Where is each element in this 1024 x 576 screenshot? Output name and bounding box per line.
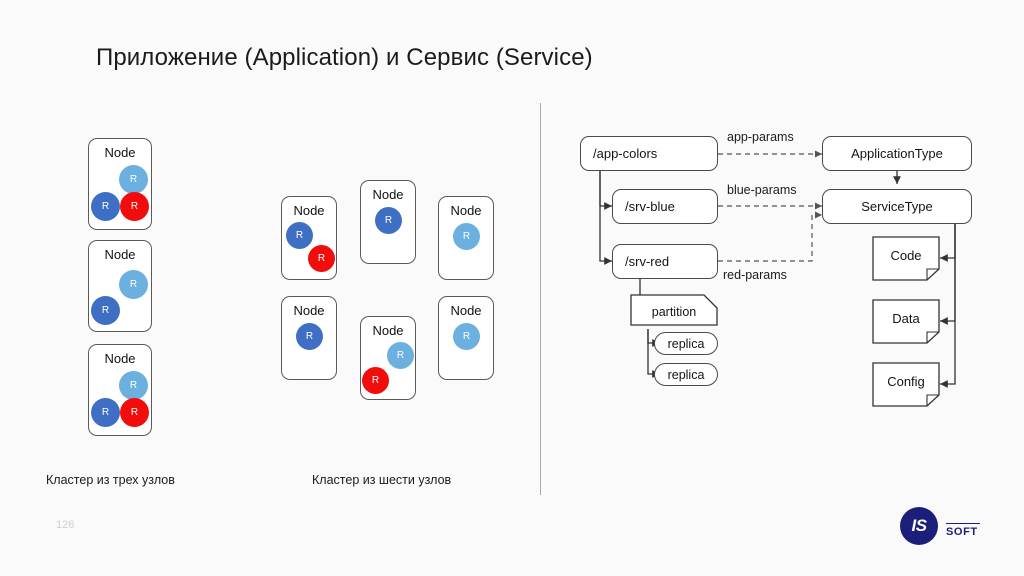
node-box: Node R (360, 180, 416, 264)
node-box: Node R R (360, 316, 416, 400)
node-label: Node (293, 303, 325, 318)
page-number: 126 (56, 519, 75, 531)
node-box: Node R (281, 296, 337, 380)
flow-node-app-colors[interactable]: /app-colors (580, 136, 718, 171)
vertical-divider (540, 103, 541, 495)
flow-node-replica-1[interactable]: replica (654, 332, 718, 355)
node-box: Node R R R (88, 138, 152, 230)
replica-circle: R (387, 342, 414, 369)
node-label: Node (372, 187, 404, 202)
node-label: Node (450, 203, 482, 218)
node-label: Node (104, 351, 136, 366)
replica-circle: R (120, 398, 149, 427)
flow-node-srv-red[interactable]: /srv-red (612, 244, 718, 279)
cluster-caption-three: Кластер из трех узлов (46, 473, 175, 487)
flow-node-partition-label: partition (651, 305, 697, 319)
replica-circle: R (91, 398, 120, 427)
replica-circle: R (119, 165, 148, 194)
edge-label-red-params: red-params (723, 268, 787, 282)
replica-circle: R (453, 323, 480, 350)
replica-circle: R (119, 371, 148, 400)
node-box: Node R (438, 196, 494, 280)
flow-node-data-label: Data (892, 311, 920, 326)
replica-circle: R (91, 192, 120, 221)
logo-word-text: SOFT (946, 526, 978, 538)
edge-label-blue-params: blue-params (727, 183, 797, 197)
replica-circle: R (120, 192, 149, 221)
flow-node-srv-blue[interactable]: /srv-blue (612, 189, 718, 224)
node-box: Node R R (88, 240, 152, 332)
edge-label-app-params: app-params (727, 130, 794, 144)
page-title: Приложение (Application) и Сервис (Servi… (96, 44, 593, 71)
flow-node-code-label: Code (890, 248, 922, 263)
logo-rule (946, 523, 980, 524)
replica-circle: R (91, 296, 120, 325)
node-label: Node (104, 247, 136, 262)
flow-node-config-label: Config (887, 374, 925, 389)
replica-circle: R (308, 245, 335, 272)
logo-wordmark: SOFT (946, 514, 980, 538)
node-box: Node R (438, 296, 494, 380)
flow-node-partition[interactable]: partition (630, 294, 718, 326)
node-box: Node R R (281, 196, 337, 280)
flow-node-data[interactable]: Data (872, 299, 940, 344)
node-label: Node (450, 303, 482, 318)
replica-circle: R (453, 223, 480, 250)
cluster-caption-six: Кластер из шести узлов (312, 473, 452, 487)
flow-node-config[interactable]: Config (872, 362, 940, 407)
node-label: Node (104, 145, 136, 160)
replica-circle: R (296, 323, 323, 350)
flow-node-replica-2[interactable]: replica (654, 363, 718, 386)
flow-node-code[interactable]: Code (872, 236, 940, 281)
replica-circle: R (375, 207, 402, 234)
node-box: Node R R R (88, 344, 152, 436)
replica-circle: R (286, 222, 313, 249)
flow-node-service-type[interactable]: ServiceType (822, 189, 972, 224)
logo-mark-icon: IS (900, 507, 938, 545)
brand-logo: IS SOFT (900, 505, 980, 547)
node-label: Node (372, 323, 404, 338)
node-label: Node (293, 203, 325, 218)
flow-node-application-type[interactable]: ApplicationType (822, 136, 972, 171)
replica-circle: R (119, 270, 148, 299)
replica-circle: R (362, 367, 389, 394)
